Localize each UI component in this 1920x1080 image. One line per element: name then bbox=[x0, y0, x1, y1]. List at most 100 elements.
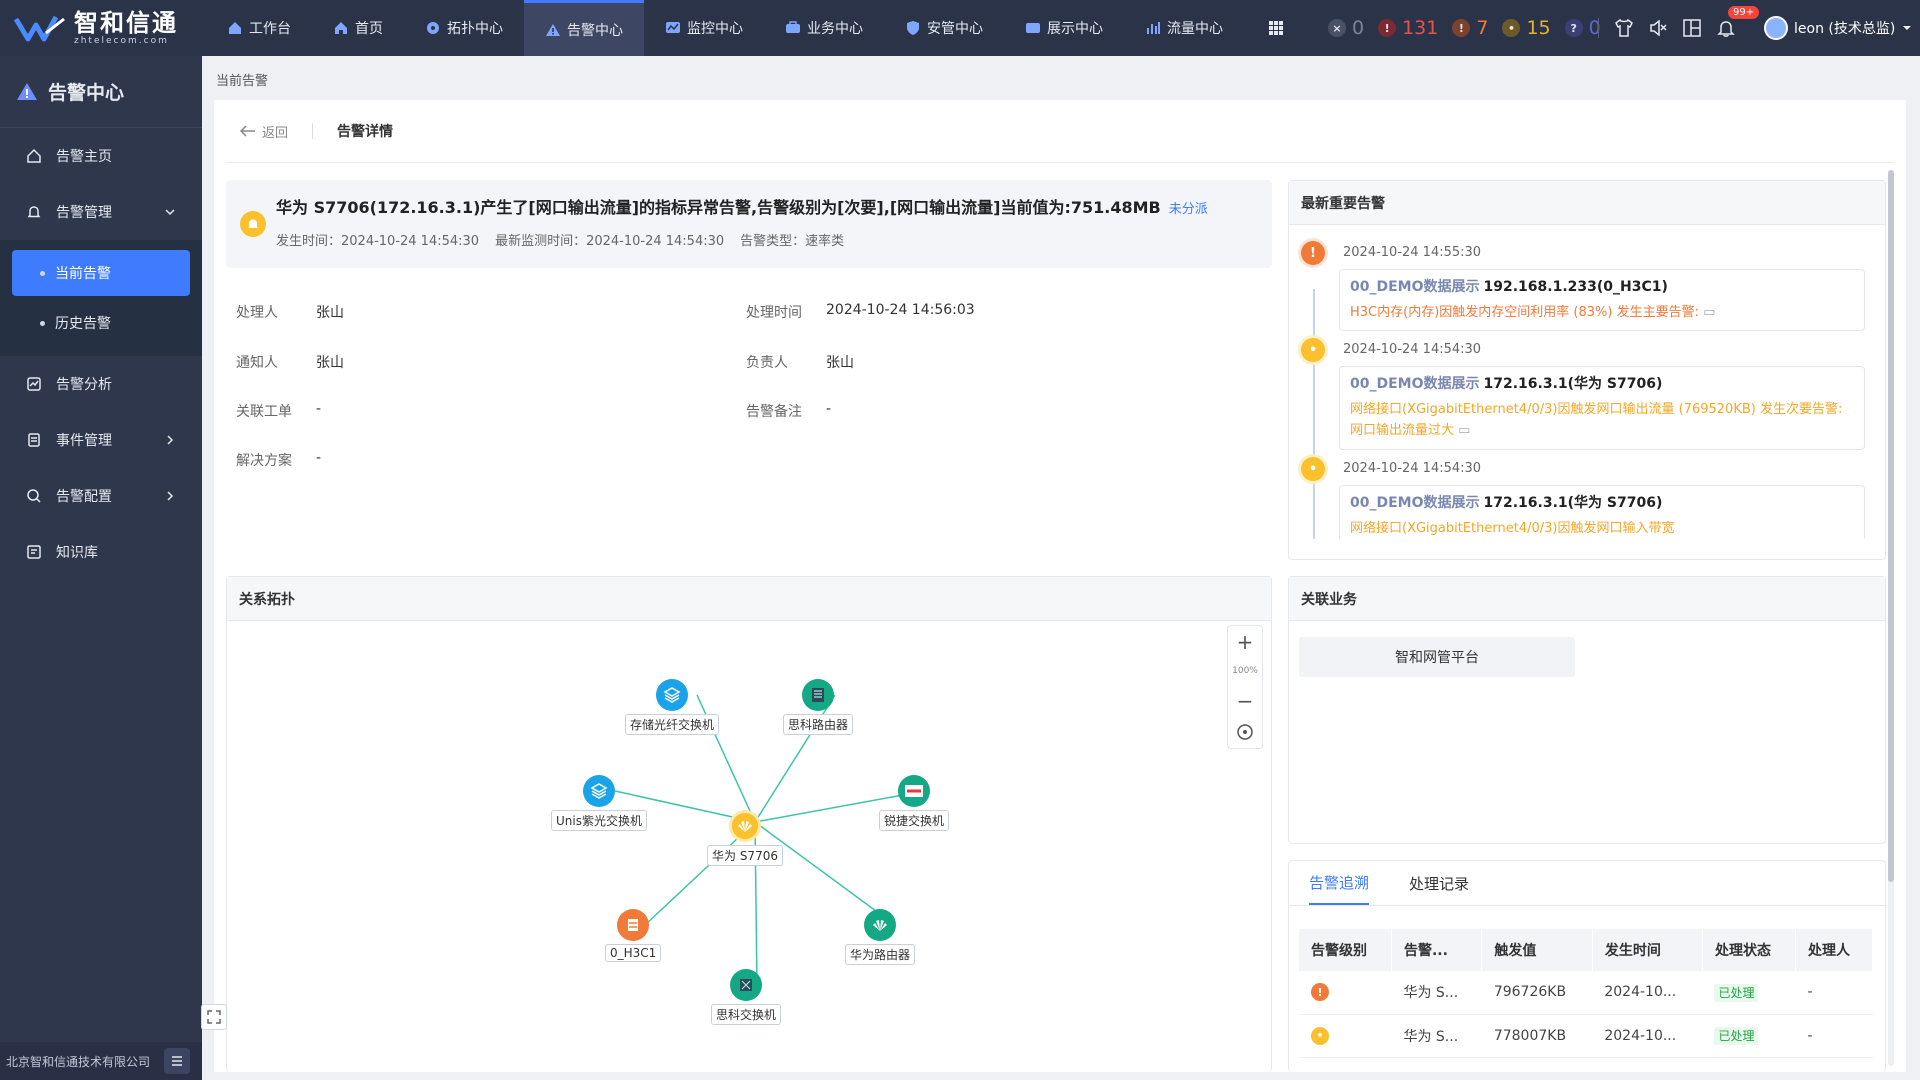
alarm-icon bbox=[546, 23, 560, 36]
sidebar-item-event-management[interactable]: 事件管理 bbox=[0, 412, 202, 468]
tab-alarm-trace[interactable]: 告警追溯 bbox=[1309, 861, 1370, 905]
table-row[interactable]: ! 华为 S... 796726KB 2024-10... 已处理 - bbox=[1299, 971, 1873, 1015]
comment-icon[interactable]: ▭ bbox=[1458, 423, 1471, 438]
column-header[interactable]: 告警级别 bbox=[1299, 929, 1392, 971]
chevron-down-icon bbox=[1903, 26, 1912, 30]
nav-home[interactable]: 首页 bbox=[312, 0, 404, 56]
notifier-row: 通知人张山 bbox=[236, 352, 344, 372]
ruijie-switch-icon bbox=[898, 775, 930, 807]
comment-icon[interactable]: ▭ bbox=[1703, 305, 1716, 320]
collapse-sidebar-button[interactable] bbox=[164, 1048, 190, 1074]
zoom-in-button[interactable]: + bbox=[1236, 629, 1254, 654]
topology-node-unis-switch[interactable]: Unis紫光交换机 bbox=[551, 775, 647, 831]
alarm-name-cell: 华为 S... bbox=[1391, 1014, 1482, 1058]
stat-major[interactable]: !7 bbox=[1452, 17, 1488, 39]
field-value: - bbox=[316, 401, 322, 417]
business-item[interactable]: 智和网管平台 bbox=[1299, 637, 1575, 677]
trace-panel: 告警追溯 处理记录 告警级别 告警... 触发值 发生时间 处理状态 处理人 !… bbox=[1288, 860, 1887, 1072]
chevron-right-icon bbox=[167, 491, 174, 501]
sidebar-item-alarm-management[interactable]: 告警管理 bbox=[0, 184, 202, 240]
nav-display[interactable]: 展示中心 bbox=[1004, 0, 1124, 56]
table-row[interactable]: • 华为 S... 778007KB 2024-10... 已处理 - bbox=[1299, 1014, 1873, 1058]
column-header[interactable]: 处理状态 bbox=[1702, 929, 1796, 971]
stat-value: 0 bbox=[1352, 17, 1365, 39]
minor-alarm-icon: • bbox=[1301, 338, 1325, 362]
nav-security[interactable]: 安管中心 bbox=[884, 0, 1004, 56]
stat-minor[interactable]: •15 bbox=[1502, 17, 1551, 39]
stat-value: 15 bbox=[1526, 17, 1551, 39]
minor-alarm-icon: • bbox=[1311, 1026, 1329, 1045]
bell-icon bbox=[1717, 21, 1735, 37]
column-header[interactable]: 告警... bbox=[1391, 929, 1483, 971]
column-header[interactable]: 发生时间 bbox=[1592, 929, 1703, 971]
topology-node-cisco-switch[interactable]: 思科交换机 bbox=[711, 969, 782, 1025]
sidebar-item-alarm-home[interactable]: 告警主页 bbox=[0, 128, 202, 184]
stat-warning[interactable]: ?0 bbox=[1564, 17, 1601, 39]
major-icon: ! bbox=[1452, 19, 1471, 37]
notification-button[interactable]: 99+ bbox=[1716, 6, 1760, 38]
skin-button[interactable] bbox=[1614, 18, 1634, 38]
sidebar-item-alarm-analysis[interactable]: 告警分析 bbox=[0, 356, 202, 412]
alarm-meta: 发生时间：2024-10-24 14:54:30 最新监测时间：2024-10-… bbox=[276, 230, 844, 249]
zoom-level: 100% bbox=[1232, 666, 1258, 677]
sidebar-item-label: 告警分析 bbox=[56, 377, 112, 393]
last-check-time: 最新监测时间：2024-10-24 14:54:30 bbox=[495, 234, 725, 249]
topology-node-h3c[interactable]: 0_H3C1 bbox=[605, 909, 662, 962]
source-tag: 00_DEMO数据展示 bbox=[1350, 376, 1480, 392]
topology-link bbox=[754, 821, 896, 926]
sidebar-item-label: 事件管理 bbox=[56, 433, 112, 449]
column-header[interactable]: 处理人 bbox=[1795, 929, 1874, 971]
topology-node-storage-switch[interactable]: 存储光纤交换机 bbox=[625, 679, 720, 735]
sidebar-item-history-alarms[interactable]: 历史告警 bbox=[12, 300, 190, 346]
node-label: Unis紫光交换机 bbox=[551, 810, 647, 831]
sidebar-item-current-alarms[interactable]: 当前告警 bbox=[12, 250, 190, 296]
mute-button[interactable] bbox=[1648, 18, 1668, 38]
brand-logo[interactable]: 智和信通 zhtelecom.com bbox=[0, 0, 200, 56]
layout-button[interactable] bbox=[1682, 18, 1702, 38]
user-menu[interactable]: leon (技术总监) bbox=[1764, 0, 1913, 56]
menu-icon bbox=[172, 1056, 182, 1066]
nav-monitor[interactable]: 监控中心 bbox=[644, 0, 764, 56]
trigger-value-cell: 796726KB bbox=[1481, 971, 1593, 1015]
display-icon bbox=[1026, 23, 1040, 33]
column-header[interactable]: 触发值 bbox=[1481, 929, 1593, 971]
node-label: 思科交换机 bbox=[711, 1004, 782, 1025]
topology-node-ruijie-switch[interactable]: 锐捷交换机 bbox=[879, 775, 950, 831]
topology-node-cisco-router[interactable]: 思科路由器 bbox=[783, 679, 854, 735]
stat-critical[interactable]: !131 bbox=[1378, 17, 1438, 39]
zoom-out-button[interactable]: − bbox=[1236, 688, 1254, 713]
main-nav: 工作台 首页 拓扑中心 告警中心 监控中心 业务中心 安管中心 展示中心 bbox=[206, 0, 1308, 56]
nav-alarm-center[interactable]: 告警中心 bbox=[524, 0, 644, 56]
fullscreen-button[interactable] bbox=[201, 1004, 227, 1030]
recent-alarms-title: 最新重要告警 bbox=[1289, 181, 1885, 225]
related-business-title: 关联业务 bbox=[1289, 577, 1885, 621]
device-name: 192.168.1.233(0_H3C1) bbox=[1483, 279, 1668, 295]
cisco-router-icon bbox=[802, 679, 834, 711]
nav-business[interactable]: 业务中心 bbox=[764, 0, 884, 56]
fit-view-button[interactable] bbox=[1227, 717, 1263, 748]
source-tag: 00_DEMO数据展示 bbox=[1350, 495, 1480, 511]
nav-topology[interactable]: 拓扑中心 bbox=[404, 0, 524, 56]
scrollbar-thumb[interactable] bbox=[1888, 170, 1894, 882]
sidebar-item-label: 历史告警 bbox=[55, 316, 111, 332]
back-button[interactable]: 返回 bbox=[240, 122, 288, 141]
page-scrollbar[interactable] bbox=[1888, 170, 1894, 1066]
nav-workbench[interactable]: 工作台 bbox=[206, 0, 312, 56]
trace-table: 告警级别 告警... 触发值 发生时间 处理状态 处理人 ! 华为 S... 7… bbox=[1299, 929, 1874, 1058]
tab-handle-records[interactable]: 处理记录 bbox=[1409, 874, 1470, 893]
alarm-type: 告警类型：速率类 bbox=[740, 234, 845, 249]
node-label: 思科路由器 bbox=[783, 714, 854, 735]
topology-node-huawei-router[interactable]: 华为路由器 bbox=[845, 909, 916, 965]
device-name: 172.16.3.1(华为 S7706) bbox=[1483, 376, 1663, 392]
stat-value: 131 bbox=[1402, 17, 1439, 39]
stat-cleared[interactable]: ×0 bbox=[1328, 17, 1364, 39]
sidebar-item-knowledge-base[interactable]: 知识库 bbox=[0, 524, 202, 580]
sidebar-item-alarm-config[interactable]: 告警配置 bbox=[0, 468, 202, 524]
app-grid-button[interactable] bbox=[1244, 0, 1308, 56]
nav-traffic[interactable]: 流量中心 bbox=[1124, 0, 1244, 56]
topology-node-center-device[interactable]: 华为 S7706 bbox=[707, 810, 783, 866]
nav-label: 业务中心 bbox=[807, 21, 863, 37]
alarm-status-link[interactable]: 未分派 bbox=[1168, 202, 1208, 217]
nav-label: 拓扑中心 bbox=[447, 21, 503, 37]
